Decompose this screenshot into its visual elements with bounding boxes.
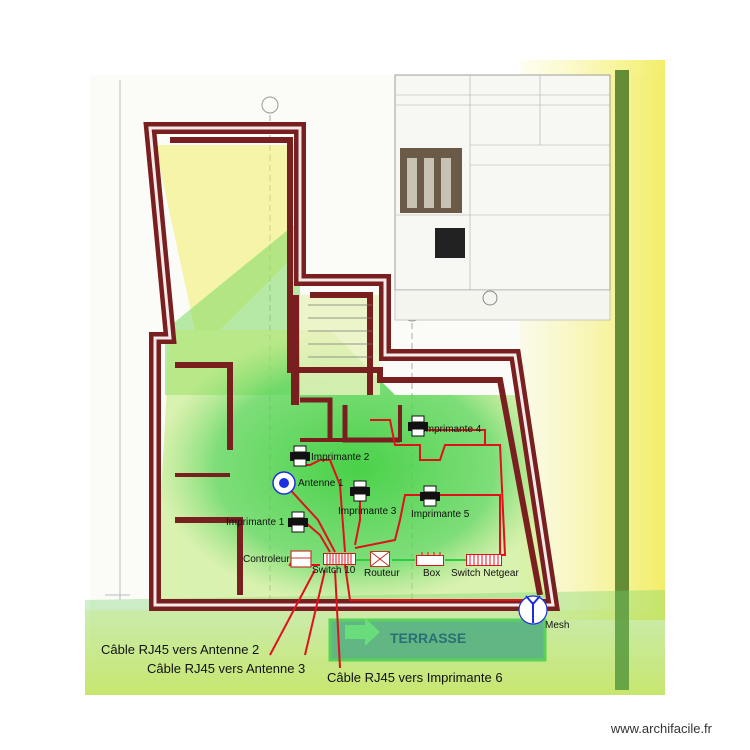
printer-3-label: Imprimante 3 (338, 506, 397, 517)
printer-5-label: Imprimante 5 (411, 509, 470, 520)
terrace-arrow (345, 618, 380, 646)
cable-printer-6-label: Câble RJ45 vers Imprimante 6 (327, 670, 503, 685)
cable-antenna-3-label: Câble RJ45 vers Antenne 3 (147, 661, 306, 676)
router-icon[interactable] (370, 551, 390, 567)
controller-label: Controleur (243, 554, 290, 565)
router-label: Routeur (364, 568, 400, 579)
terrace-label: TERRASSE (390, 630, 467, 646)
printer-4-icon[interactable] (407, 415, 429, 437)
controller-icon[interactable] (290, 550, 312, 568)
switch-10-label: Switch 10 (312, 565, 356, 576)
watermark[interactable]: www.archifacile.fr (610, 721, 712, 736)
box-icon[interactable] (416, 552, 444, 566)
switch-10-icon[interactable] (323, 553, 356, 565)
walls (143, 122, 560, 611)
printer-3-icon[interactable] (349, 480, 371, 502)
cable-antenna-2-label: Câble RJ45 vers Antenne 2 (101, 642, 260, 657)
printer-2-icon[interactable] (289, 445, 311, 467)
box-label: Box (423, 568, 441, 579)
printer-1-label: Imprimante 1 (226, 517, 285, 528)
mesh-antenna-icon[interactable] (518, 594, 548, 626)
mesh-label: Mesh (545, 620, 570, 631)
staircase (308, 304, 372, 358)
switch-netgear-label: Switch Netgear (451, 568, 519, 579)
printer-4-label: Imprimante 4 (423, 424, 482, 435)
title-block (394, 74, 611, 321)
switch-netgear-icon[interactable] (466, 554, 502, 566)
printer-5-icon[interactable] (419, 485, 441, 507)
printer-2-label: Imprimante 2 (311, 452, 370, 463)
printer-1-icon[interactable] (287, 511, 309, 533)
antenna-1-label: Antenne 1 (298, 478, 344, 489)
antenna-1-icon[interactable] (272, 471, 296, 495)
